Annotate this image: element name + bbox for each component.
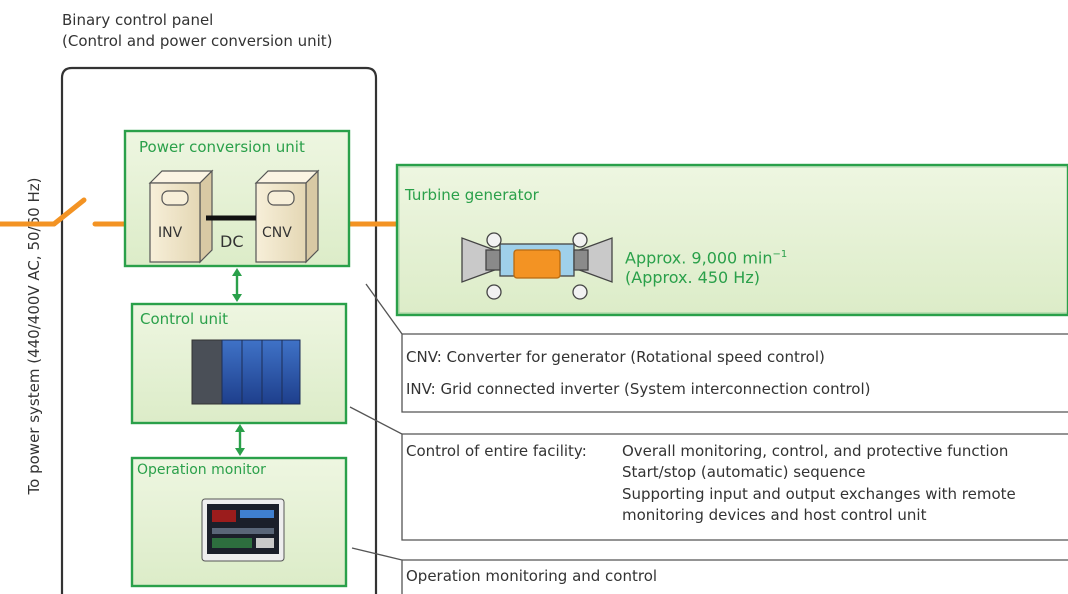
control-unit-title: Control unit: [140, 310, 229, 328]
cnv-label: CNV: [262, 225, 292, 241]
control-line-4: monitoring devices and host control unit: [622, 506, 927, 524]
turbine-speed-value: Approx. 9,000 min: [625, 248, 773, 268]
control-line-2: Start/stop (automatic) sequence: [622, 463, 866, 481]
control-panel-outline: [60, 66, 378, 594]
cnv-cabinet: [254, 169, 320, 264]
inv-label: INV: [158, 225, 183, 241]
inv-cabinet: [148, 169, 214, 264]
operation-description: Operation monitoring and control: [406, 567, 658, 585]
turbine-frequency: (Approx. 450 Hz): [625, 268, 760, 287]
turbine-speed: Approx. 9,000 min−1: [625, 244, 787, 269]
control-line-1: Overall monitoring, control, and protect…: [622, 442, 1009, 460]
arrow-pcu-control: [232, 268, 242, 302]
turbine-generator-title: Turbine generator: [405, 186, 539, 204]
callout-lines: [349, 283, 1068, 594]
cnv-description: CNV: Converter for generator (Rotational…: [406, 348, 825, 366]
operation-monitor-title: Operation monitor: [137, 462, 266, 478]
monitor-screen-graphic: [201, 498, 285, 562]
control-facility-heading: Control of entire facility:: [406, 442, 587, 460]
power-conversion-title: Power conversion unit: [139, 138, 305, 156]
turbine-speed-exponent: −1: [772, 249, 788, 260]
panel-title: Binary control panel: [62, 11, 214, 29]
turbine-generator-box: [395, 163, 1068, 317]
plc-graphic: [191, 339, 301, 405]
control-line-3: Supporting input and output exchanges wi…: [622, 485, 1016, 503]
inv-description: INV: Grid connected inverter (System int…: [406, 380, 871, 398]
panel-subtitle: (Control and power conversion unit): [62, 32, 333, 50]
arrow-control-monitor: [235, 424, 245, 456]
turbine-graphic: [461, 232, 613, 300]
dc-label: DC: [220, 232, 244, 251]
